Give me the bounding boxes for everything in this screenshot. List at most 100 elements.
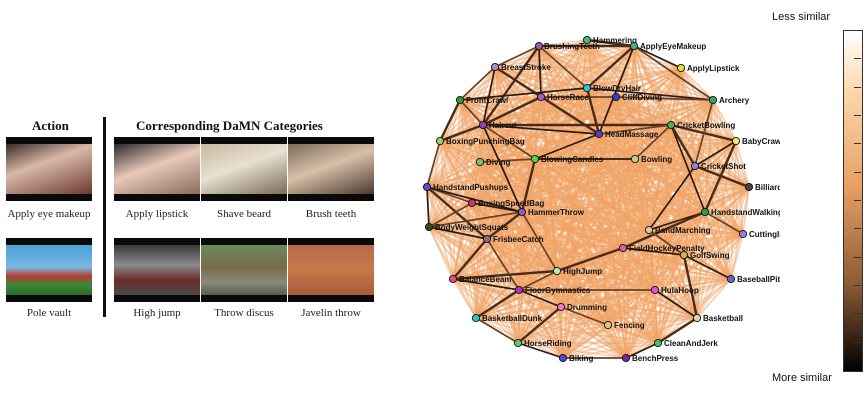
node-label: BaseballPitch xyxy=(737,275,780,284)
graph-node xyxy=(690,161,700,171)
node-label: HighJump xyxy=(563,267,602,276)
action-header: Action xyxy=(32,118,69,133)
node-label: FrontCrawl xyxy=(466,96,508,105)
strong-edge xyxy=(633,45,682,69)
strong-edge xyxy=(518,270,558,291)
strong-edge xyxy=(482,124,600,135)
strong-edge xyxy=(494,45,540,68)
strong-edge xyxy=(518,289,562,308)
graph-node xyxy=(594,129,604,139)
graph-node xyxy=(467,198,477,208)
strong-edge xyxy=(648,229,685,256)
node-label: FieldHockeyPenalty xyxy=(629,244,705,253)
strong-edge xyxy=(598,124,672,135)
thumbnail-caption: Brush teeth xyxy=(305,208,357,220)
weak-edge xyxy=(471,202,477,319)
weak-edge xyxy=(712,99,737,142)
weak-edge xyxy=(517,324,609,344)
weak-edge xyxy=(517,158,636,344)
strong-edge xyxy=(694,99,714,167)
thumbnail-caption: Apply eye makeup xyxy=(7,208,91,220)
strong-edge xyxy=(475,288,520,320)
strong-edge xyxy=(538,45,588,89)
weak-edge xyxy=(426,186,706,213)
strong-edge xyxy=(560,306,609,326)
strong-edge xyxy=(438,99,462,142)
strong-edge xyxy=(538,45,542,98)
weak-edge xyxy=(426,124,484,188)
graph-node xyxy=(424,222,434,232)
graph-node xyxy=(448,274,458,284)
graph-node xyxy=(738,229,748,239)
colorbar-top-label: Less similar xyxy=(772,11,831,23)
graph-node xyxy=(726,274,736,284)
colorbar-bottom-label: More similar xyxy=(772,372,832,384)
thumbnail-caption: High jump xyxy=(133,307,181,319)
strong-edge xyxy=(475,317,519,344)
strong-edge xyxy=(494,65,600,136)
weak-edge xyxy=(562,317,698,359)
weak-edge xyxy=(486,229,650,240)
weak-edge xyxy=(482,99,714,126)
thumbnail-caption: Pole vault xyxy=(26,307,72,319)
weak-edge xyxy=(428,226,477,319)
weak-edge xyxy=(486,233,744,240)
weak-edge xyxy=(494,45,635,68)
node-label: BabyCrawling xyxy=(742,137,780,146)
weak-edge xyxy=(486,238,685,256)
weak-edge xyxy=(625,254,685,359)
action-thumbnail xyxy=(6,137,92,201)
weak-edge xyxy=(680,67,714,101)
weak-edge xyxy=(518,278,732,291)
graph-node xyxy=(517,207,527,217)
weak-edge xyxy=(486,238,519,344)
strong-edge xyxy=(520,158,537,213)
action-examples-panel: Action Corresponding DaMN Categories App… xyxy=(0,0,380,388)
strong-edge xyxy=(625,342,659,359)
node-label: Diving xyxy=(486,158,511,167)
weak-edge xyxy=(494,66,682,69)
strong-edge xyxy=(694,164,750,189)
weak-edge xyxy=(475,306,562,319)
node-label: ApplyEyeMakeup xyxy=(640,42,706,51)
node-label: CricketShot xyxy=(701,162,746,171)
weak-edge xyxy=(426,161,481,188)
graph-node xyxy=(471,313,481,323)
node-label: Biking xyxy=(569,354,594,363)
node-label: BoxingPunchingBag xyxy=(446,137,525,146)
strong-edge xyxy=(482,124,536,160)
colorbar-tick xyxy=(854,313,861,315)
category-thumbnail xyxy=(201,137,287,201)
strong-edge xyxy=(682,254,699,319)
weak-edge xyxy=(517,289,520,344)
strong-edge xyxy=(426,186,430,228)
graph-node xyxy=(644,225,654,235)
strong-edge xyxy=(426,140,441,188)
node-label: HandstandWalking xyxy=(711,208,780,217)
weak-edge xyxy=(439,96,617,142)
graph-node xyxy=(478,120,488,130)
weak-edge xyxy=(486,238,627,359)
strong-edge xyxy=(670,124,706,213)
node-label: CuttingInKitchen xyxy=(749,230,780,239)
weak-edge xyxy=(534,140,737,160)
node-label: CliffDiving xyxy=(622,93,662,102)
strong-edge xyxy=(482,95,542,127)
weak-edge xyxy=(696,186,750,319)
weak-edge xyxy=(735,140,750,188)
node-label: HorseRace xyxy=(547,93,589,102)
strong-edge xyxy=(439,123,484,143)
strong-edge xyxy=(586,87,714,101)
strong-edge xyxy=(428,202,473,228)
thumbnail-caption: Throw discus xyxy=(214,307,274,319)
weak-edge xyxy=(486,211,706,240)
weak-edge xyxy=(459,67,682,101)
graph-node xyxy=(611,92,621,102)
node-label: HorseRiding xyxy=(524,339,572,348)
node-label: BlowingCandles xyxy=(541,155,604,164)
strong-edge xyxy=(452,278,520,291)
weak-edge xyxy=(428,211,706,228)
strong-edge xyxy=(634,124,672,160)
node-label: BenchPress xyxy=(632,354,679,363)
